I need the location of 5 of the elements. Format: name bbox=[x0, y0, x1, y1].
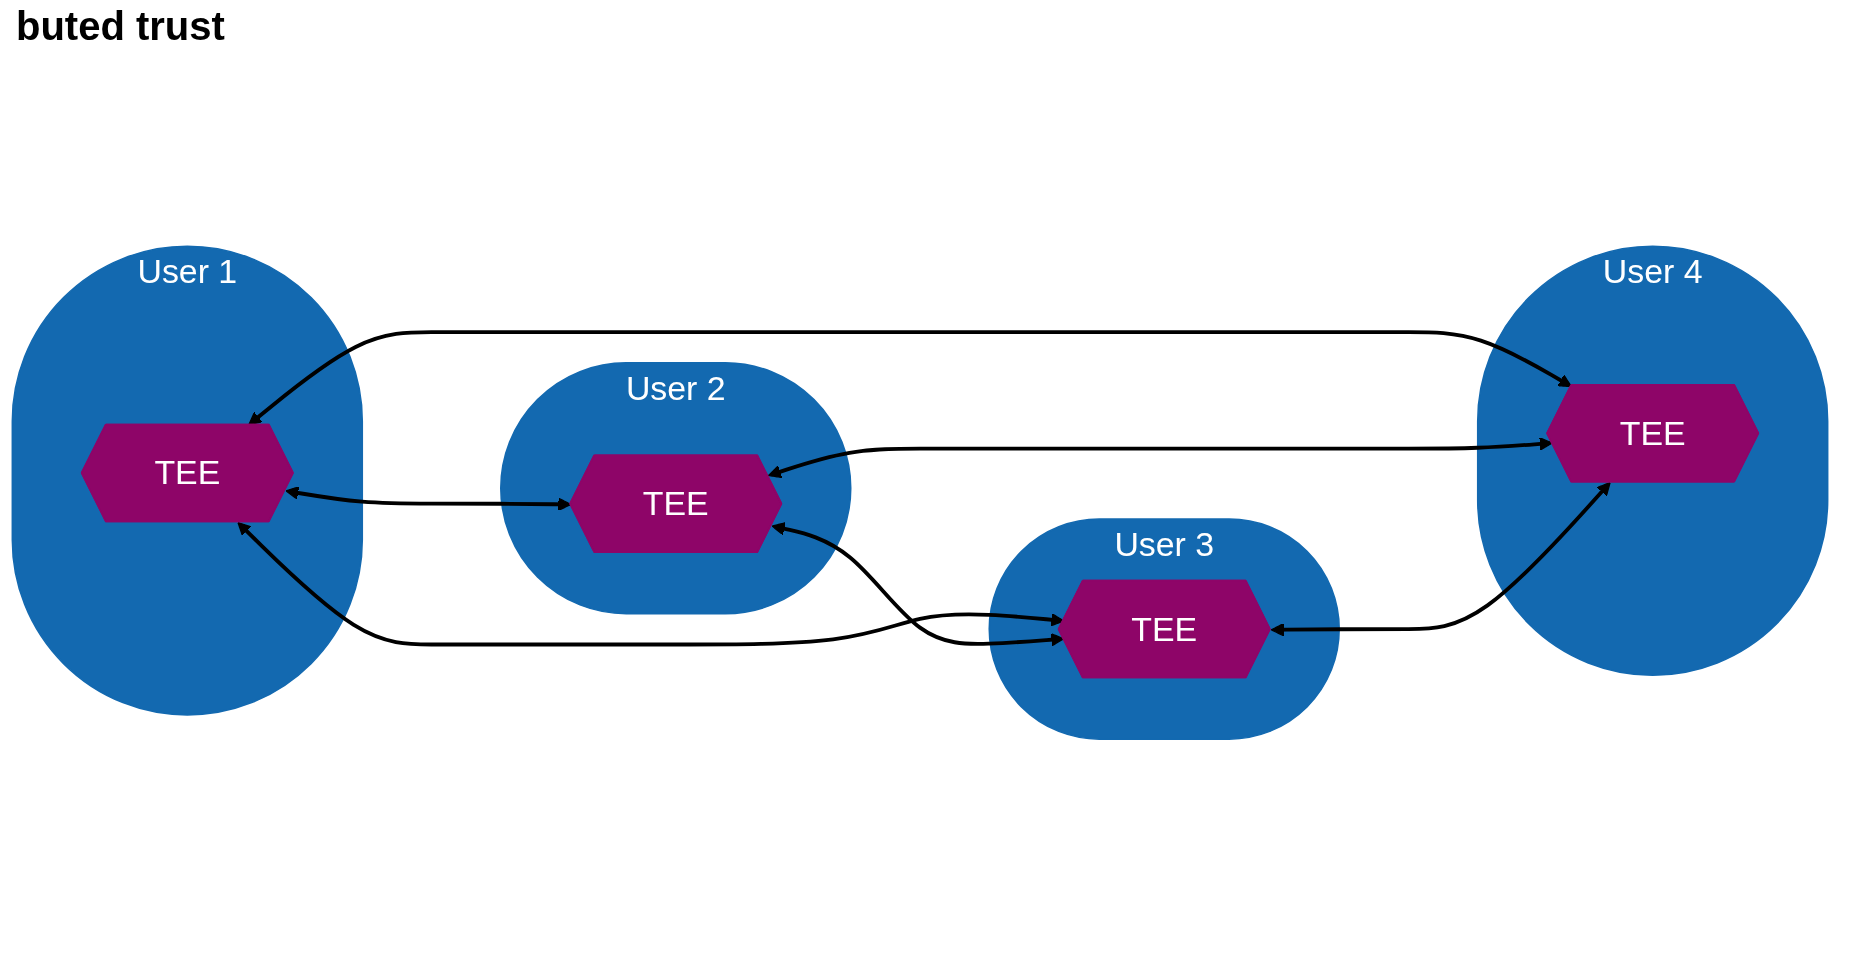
arrow bbox=[285, 486, 572, 512]
arrow bbox=[767, 437, 1553, 479]
diagram-title: buted trust bbox=[16, 4, 226, 49]
arrow bbox=[248, 330, 1573, 426]
arrow bbox=[1270, 482, 1611, 637]
